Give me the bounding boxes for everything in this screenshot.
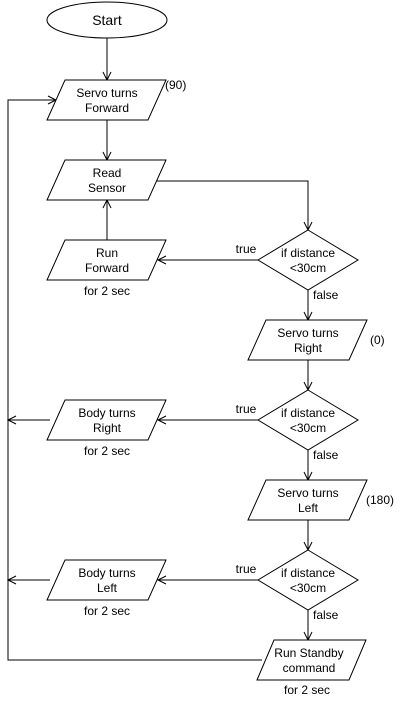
arrowhead-icon	[156, 415, 167, 425]
body-left-shape	[46, 559, 167, 601]
body-left-node: Body turns Left for 2 sec	[46, 559, 167, 618]
arrowhead-icon	[156, 255, 167, 265]
standby-node: Run Standby command for 2 sec	[256, 639, 367, 697]
decision-2-line2: <30cm	[290, 421, 326, 435]
servo-forward-line2: Forward	[85, 101, 129, 115]
read-sensor-node: Read Sensor	[46, 159, 167, 201]
body-right-line2: Right	[93, 421, 122, 435]
read-sensor-shape	[46, 159, 167, 201]
servo-right-line1: Servo turns	[277, 326, 338, 340]
run-forward-line2: Forward	[85, 261, 129, 275]
body-right-duration: for 2 sec	[84, 444, 130, 458]
decision-3-false-label: false	[313, 608, 339, 622]
run-forward-duration: for 2 sec	[84, 284, 130, 298]
decision-1-line1: if distance	[281, 246, 335, 260]
body-left-duration: for 2 sec	[84, 604, 130, 618]
standby-line1: Run Standby	[274, 646, 343, 660]
start-label: Start	[92, 12, 122, 28]
servo-left-node: Servo turns Left (180)	[247, 479, 394, 521]
body-right-line1: Body turns	[78, 406, 135, 420]
decision-2-false-label: false	[313, 448, 339, 462]
read-sensor-line2: Sensor	[88, 181, 126, 195]
body-left-line2: Left	[97, 581, 118, 595]
read-sensor-line1: Read	[93, 166, 122, 180]
servo-forward-angle: (90)	[165, 78, 186, 92]
decision-1-node: if distance <30cm true false	[236, 229, 359, 302]
servo-right-shape	[247, 319, 368, 361]
servo-right-angle: (0)	[370, 333, 385, 347]
decision-3-node: if distance <30cm true false	[236, 549, 359, 622]
servo-left-angle: (180)	[366, 493, 394, 507]
decision-3-true-label: true	[236, 562, 257, 576]
decision-1-line2: <30cm	[290, 261, 326, 275]
decision-2-true-label: true	[236, 402, 257, 416]
standby-shape	[256, 639, 367, 681]
connectors	[6, 38, 313, 661]
standby-line2: command	[283, 661, 336, 675]
start-ellipse	[46, 1, 168, 39]
body-right-shape	[46, 399, 167, 441]
servo-forward-shape	[46, 79, 167, 121]
standby-duration: for 2 sec	[284, 683, 330, 697]
decision-3-line2: <30cm	[290, 581, 326, 595]
decision-2-line1: if distance	[281, 406, 335, 420]
edge-standby-loop-back	[7, 99, 262, 661]
servo-forward-line1: Servo turns	[76, 86, 137, 100]
servo-left-line2: Left	[298, 501, 319, 515]
decision-2-node: if distance <30cm true false	[236, 389, 359, 462]
decision-3-line1: if distance	[281, 566, 335, 580]
run-forward-line1: Run	[96, 246, 118, 260]
body-right-node: Body turns Right for 2 sec	[46, 399, 167, 458]
decision-2-shape	[257, 389, 359, 451]
servo-forward-node: Servo turns Forward (90)	[46, 78, 186, 121]
decision-3-shape	[257, 549, 359, 611]
edge-read-sensor-to-decision-1	[155, 180, 309, 230]
body-left-line1: Body turns	[78, 566, 135, 580]
decision-1-false-label: false	[313, 288, 339, 302]
start-node: Start	[46, 1, 168, 39]
servo-left-line1: Servo turns	[277, 486, 338, 500]
servo-left-shape	[247, 479, 368, 521]
decision-1-shape	[257, 229, 359, 291]
servo-right-node: Servo turns Right (0)	[247, 319, 385, 361]
run-forward-shape	[46, 239, 167, 281]
decision-1-true-label: true	[236, 242, 257, 256]
servo-right-line2: Right	[294, 341, 323, 355]
arrowhead-icon	[156, 575, 167, 585]
run-forward-node: Run Forward for 2 sec	[46, 239, 167, 298]
